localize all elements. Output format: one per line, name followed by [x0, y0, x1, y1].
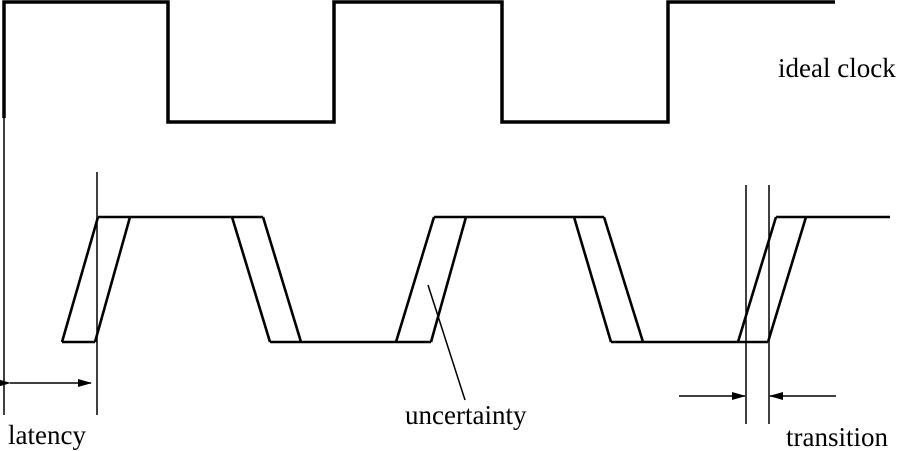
rising-edge-uncertainty-band-2: [394, 216, 468, 343]
ideal-clock-waveform: [2, 0, 835, 124]
falling-edge-uncertainty-band-2: [572, 216, 645, 343]
transition-dimension: [679, 185, 836, 424]
ideal-clock-label: ideal clock: [778, 53, 896, 83]
uncertainty-pointer-line: [427, 284, 466, 401]
real-clock-waveform: [60, 215, 890, 344]
latency-label: latency: [8, 420, 86, 450]
uncertainty-label: uncertainty: [405, 400, 527, 430]
latency-dimension: [0, 118, 98, 415]
falling-edge-uncertainty-band-1: [230, 216, 303, 343]
transition-label: transition: [786, 422, 888, 451]
rising-edge-uncertainty-band-3: [736, 216, 808, 343]
rising-edge-uncertainty-band-1: [60, 216, 132, 343]
